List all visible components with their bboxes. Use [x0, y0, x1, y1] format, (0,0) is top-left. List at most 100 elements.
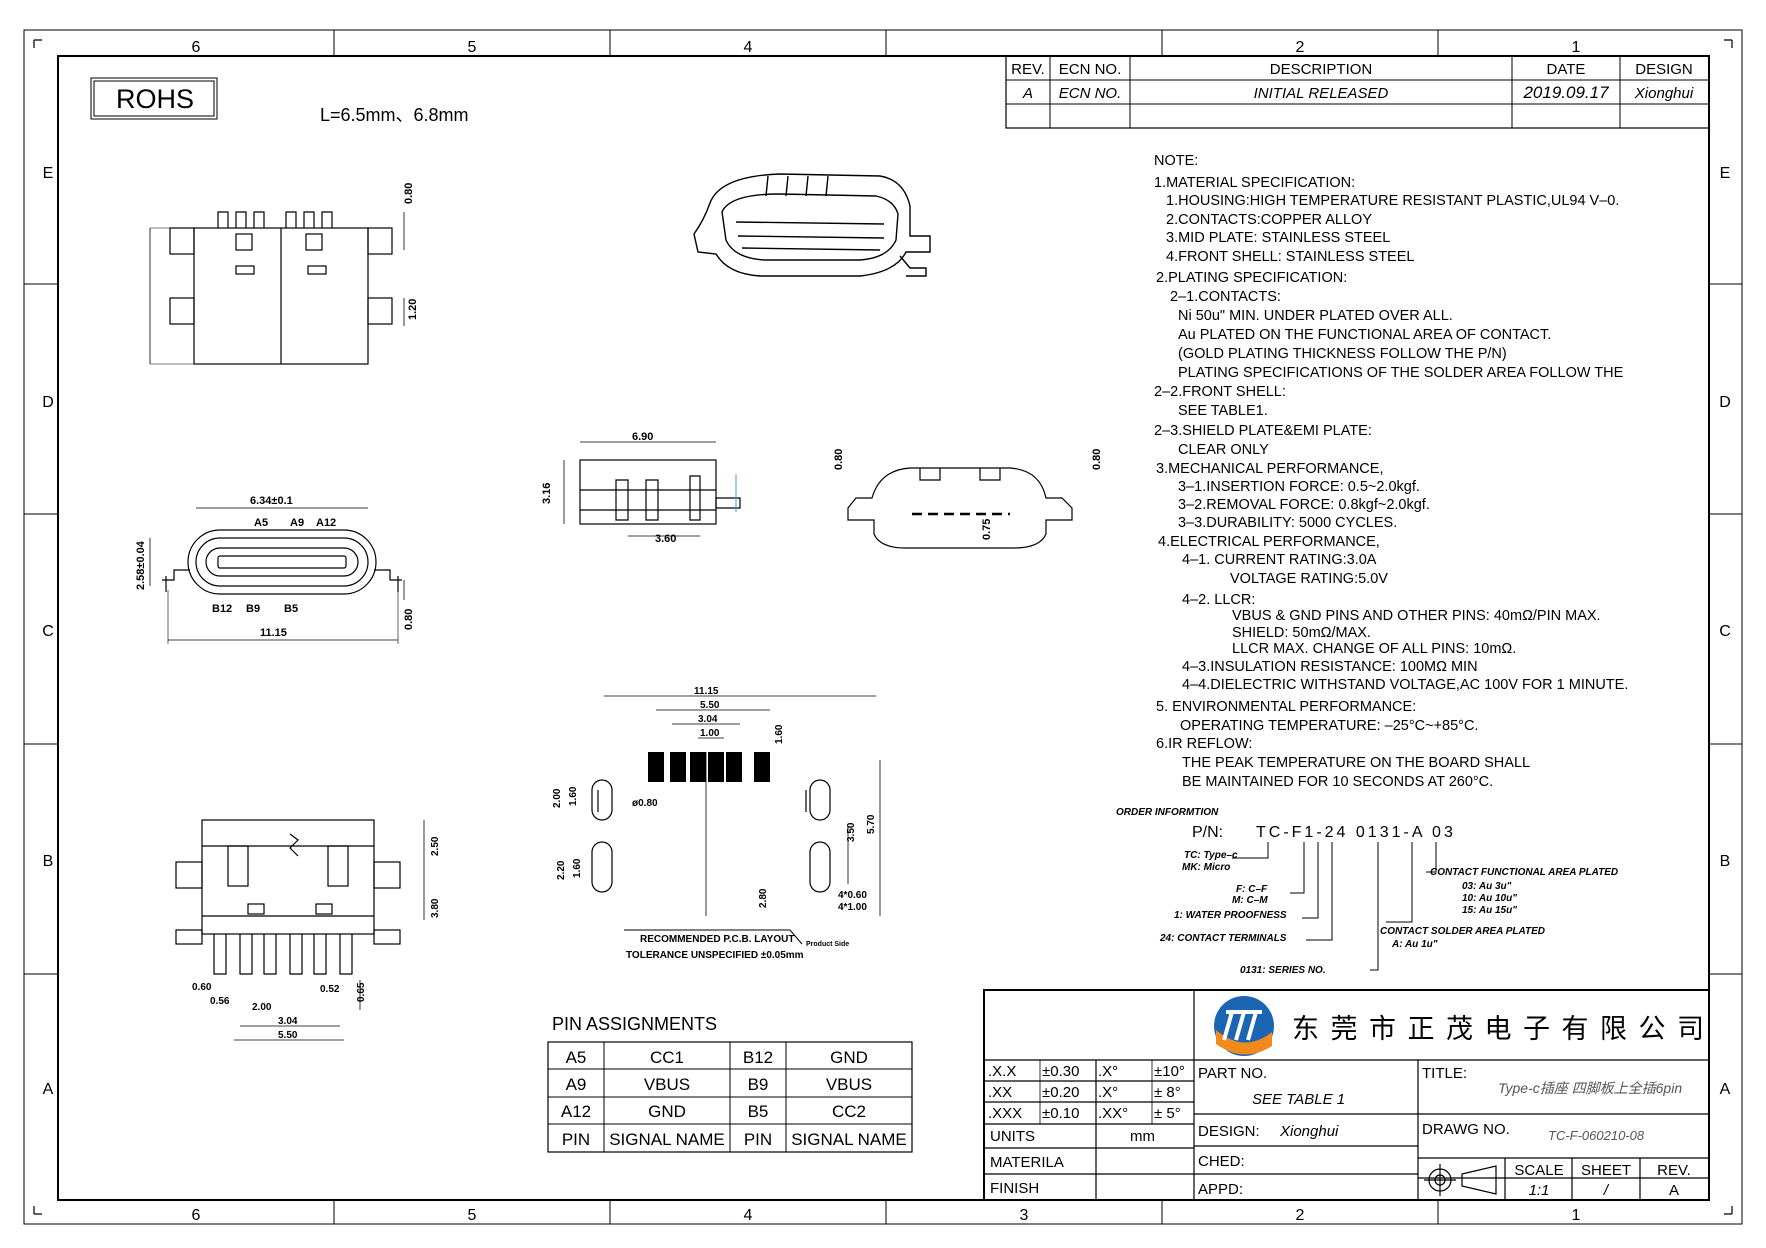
functional-1: 03: Au 3u" — [1462, 881, 1512, 892]
functional-2: 10: Au 10u" — [1462, 893, 1517, 904]
pin-label: A5 — [254, 517, 268, 529]
row-label: B — [43, 853, 54, 870]
dim-label: 11.15 — [260, 627, 287, 639]
checked-label: CHED: — [1198, 1153, 1245, 1170]
scale-label: SCALE — [1514, 1162, 1563, 1179]
signal-cell: VBUS — [826, 1075, 872, 1094]
row-label: B — [1720, 853, 1731, 870]
note-line: CLEAR ONLY — [1178, 442, 1269, 458]
notes-block: NOTE: 1.MATERIAL SPECIFICATION: 1.HOUSIN… — [1154, 153, 1628, 790]
solder-title: CONTACT SOLDER AREA PLATED — [1380, 926, 1545, 937]
part-no-label: PART NO. — [1198, 1065, 1267, 1082]
tol-cell: ±0.30 — [1042, 1063, 1079, 1080]
note-line: 2–1.CONTACTS: — [1170, 289, 1281, 305]
row-label: A — [1720, 1081, 1731, 1098]
row-label: E — [43, 165, 54, 182]
tol-cell: ±0.20 — [1042, 1084, 1079, 1101]
pcb-note: Product Side — [806, 941, 849, 948]
note-line: 2–2.FRONT SHELL: — [1154, 384, 1286, 400]
note-line: 1.HOUSING:HIGH TEMPERATURE RESISTANT PLA… — [1166, 193, 1619, 209]
company-logo — [1214, 996, 1274, 1056]
material-label: MATERILA — [990, 1154, 1064, 1171]
col-label: 4 — [744, 39, 753, 56]
col-label: 5 — [468, 39, 477, 56]
signal-cell: GND — [648, 1102, 686, 1121]
dim-label: 0.75 — [981, 519, 993, 540]
pcb-tolerance: TOLERANCE UNSPECIFIED ±0.05mm — [626, 950, 804, 961]
dim-label: 0.60 — [192, 982, 212, 993]
pcb-layout-drawing — [591, 695, 881, 945]
solder-1: A: Au 1u" — [1391, 939, 1438, 950]
dim-label: 5.70 — [866, 814, 877, 834]
col-label: 3 — [1020, 1207, 1029, 1224]
dim-label: 4*1.00 — [838, 902, 867, 913]
tol-cell: ± 8° — [1154, 1084, 1181, 1101]
rev-label: REV. — [1657, 1162, 1691, 1179]
pin-cell: B9 — [748, 1075, 769, 1094]
pin-label: B5 — [284, 603, 298, 615]
rev-header: REV. — [1011, 61, 1045, 78]
note-line: 5. ENVIRONMENTAL PERFORMANCE: — [1156, 699, 1416, 715]
pin-cell: B12 — [743, 1048, 773, 1067]
signal-cell: CC1 — [650, 1048, 684, 1067]
type-code-2: MK: Micro — [1182, 862, 1230, 873]
dim-label: ø0.80 — [632, 798, 658, 809]
col-label: 4 — [744, 1207, 753, 1224]
pn-value: TC-F1-24 0131-A 03 — [1256, 824, 1456, 841]
pin-assignments-title: PIN ASSIGNMENTS — [552, 1014, 717, 1034]
note-line: SEE TABLE1. — [1178, 403, 1268, 419]
note-line: 6.IR REFLOW: — [1156, 736, 1252, 752]
note-line: 2–3.SHIELD PLATE&EMI PLATE: — [1154, 423, 1372, 439]
pin-assignments-table: A5 CC1 B12 GND A9 VBUS B9 VBUS A12 GND B… — [547, 1041, 913, 1153]
scale-value: 1:1 — [1529, 1182, 1550, 1199]
dim-label: 2.80 — [758, 888, 769, 908]
signal-cell: CC2 — [832, 1102, 866, 1121]
col-label: 6 — [192, 39, 201, 56]
note-line: 3–3.DURABILITY: 5000 CYCLES. — [1178, 515, 1397, 531]
note-line: BE MAINTAINED FOR 10 SECONDS AT 260°C. — [1182, 774, 1493, 790]
rohs-label: ROHS — [116, 84, 194, 114]
note-line: SHIELD: 50mΩ/MAX. — [1232, 625, 1371, 641]
dim-label: 3.04 — [278, 1016, 298, 1027]
design-label: DESIGN: — [1198, 1123, 1260, 1140]
dim-label: 0.65 — [356, 982, 367, 1002]
projection-symbol-icon — [1424, 1164, 1497, 1196]
bottom-view-drawing — [175, 819, 425, 1041]
tol-cell: .X° — [1098, 1084, 1118, 1101]
top-view-drawing — [149, 211, 405, 365]
note-line: VOLTAGE RATING:5.0V — [1230, 571, 1388, 587]
dim-label: 1.00 — [700, 728, 720, 739]
note-line: 4.FRONT SHELL: STAINLESS STEEL — [1166, 249, 1414, 265]
dim-label: 2.50 — [430, 836, 441, 856]
note-line: 4–1. CURRENT RATING:3.0A — [1182, 552, 1377, 568]
col-label: 2 — [1296, 1207, 1305, 1224]
note-line: (GOLD PLATING THICKNESS FOLLOW THE P/N) — [1178, 346, 1507, 362]
note-line: PLATING SPECIFICATIONS OF THE SOLDER ARE… — [1178, 365, 1624, 381]
pin-label: A9 — [290, 517, 304, 529]
border-labels: 6 5 4 2 1 6 5 4 3 2 1 E D C B A E D C B … — [42, 39, 1731, 1224]
functional-3: 15: Au 15u" — [1462, 905, 1517, 916]
tol-cell: .XX° — [1098, 1105, 1128, 1122]
sheet-label: SHEET — [1581, 1162, 1631, 1179]
col-label: 6 — [192, 1207, 201, 1224]
revision-table: REV. ECN NO. DESCRIPTION DATE DESIGN A E… — [1005, 55, 1710, 129]
front-view-drawing — [149, 507, 405, 644]
pcb-pads — [648, 752, 770, 782]
note-line: 4–4.DIELECTRIC WITHSTAND VOLTAGE,AC 100V… — [1182, 677, 1628, 693]
signal-header: SIGNAL NAME — [791, 1130, 907, 1149]
dim-label: 3.16 — [541, 483, 553, 504]
finish-label: FINISH — [990, 1180, 1039, 1197]
water-proofness: 1: WATER PROOFNESS — [1174, 910, 1287, 921]
functional-title: CONTACT FUNCTIONAL AREA PLATED — [1430, 867, 1618, 878]
title-block: 东 莞 市 正 茂 电 子 有 限 公 司 .X.X ±0.30 .X° ±10… — [983, 989, 1710, 1201]
dim-label: 1.60 — [572, 858, 583, 878]
dim-label: 5.50 — [700, 700, 720, 711]
signal-header: SIGNAL NAME — [609, 1130, 725, 1149]
fc-code-2: M: C–M — [1232, 895, 1268, 906]
row-label: D — [42, 394, 54, 411]
note-line: 2.PLATING SPECIFICATION: — [1156, 270, 1347, 286]
note-line: 3.MECHANICAL PERFORMANCE, — [1156, 461, 1383, 477]
dim-label: 0.56 — [210, 996, 230, 1007]
dim-label: 0.80 — [403, 609, 415, 630]
